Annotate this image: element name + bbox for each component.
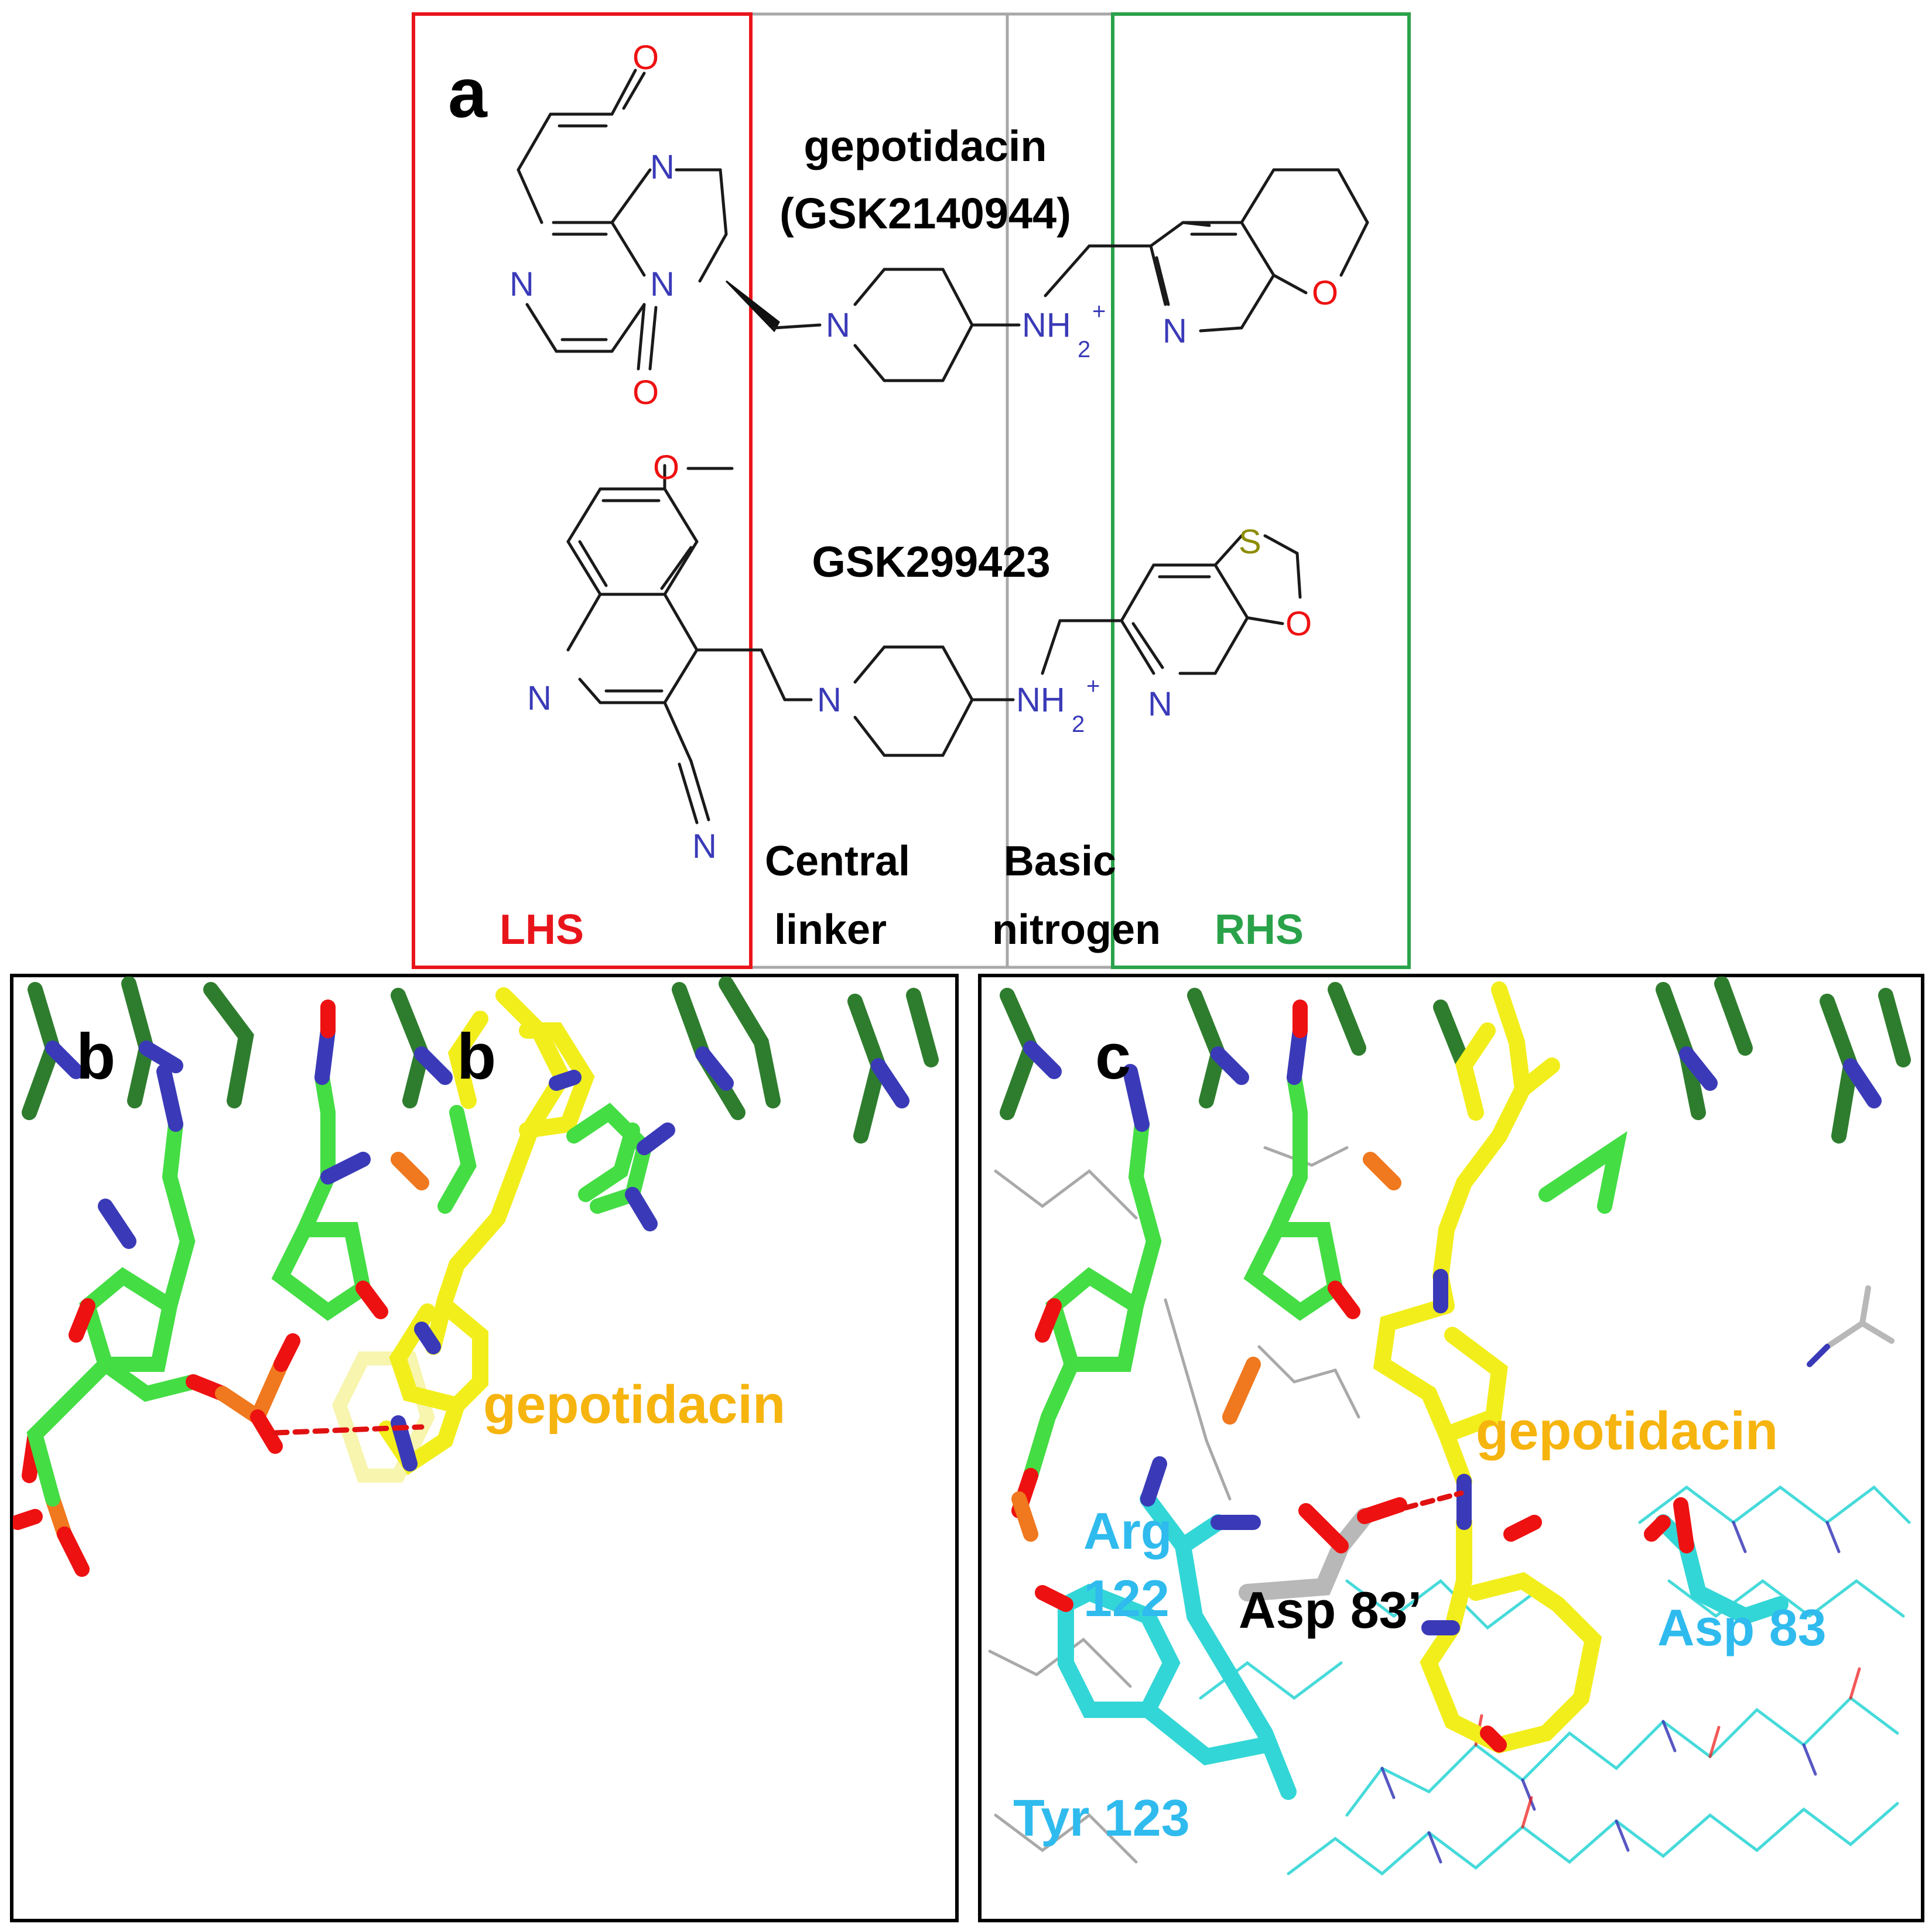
panel-a: a gepotidacin (GSK2140944) GSK299423 xyxy=(412,12,1411,969)
panel-b-stray-letter: b xyxy=(457,1021,496,1093)
central-linker-label-line1: Central xyxy=(765,838,910,885)
svg-text:N: N xyxy=(826,306,850,344)
svg-text:N: N xyxy=(1162,312,1187,350)
gepotidacin-atoms: O N N N O N NH 2 + N O xyxy=(509,39,1338,412)
svg-text:N: N xyxy=(650,148,675,186)
panel-b-ligand-label: gepotidacin xyxy=(483,1375,785,1435)
svg-text:N: N xyxy=(692,827,717,865)
rhs-region-box xyxy=(1111,12,1411,969)
panel-b: b b gepotidacin xyxy=(10,974,959,1922)
residue-label-asp83: Asp 83 xyxy=(1657,1599,1827,1656)
panel-c-structure xyxy=(988,977,1911,1876)
residue-label-asp83prime: Asp 83’ xyxy=(1239,1581,1422,1639)
panel-c-hbond xyxy=(1403,1490,1464,1511)
panel-b-letter: b xyxy=(76,1021,115,1093)
svg-text:2: 2 xyxy=(1078,337,1090,362)
svg-text:O: O xyxy=(653,449,679,487)
svg-text:+: + xyxy=(1086,673,1100,699)
gsk299423-structure xyxy=(566,464,1302,824)
svg-text:NH: NH xyxy=(1022,306,1071,344)
panel-c-ligand-label: gepotidacin xyxy=(1476,1401,1778,1461)
svg-text:N: N xyxy=(817,681,842,719)
svg-text:NH: NH xyxy=(1016,681,1065,719)
svg-text:N: N xyxy=(527,679,552,717)
panel-a-letter: a xyxy=(448,54,488,132)
central-linker-label-line2: linker xyxy=(774,906,887,953)
compound2-name: GSK299423 xyxy=(812,538,1050,586)
residue-label-arg-line2: 122 xyxy=(1083,1569,1170,1627)
panel-c-letter: c xyxy=(1095,1021,1131,1093)
compound1-name: gepotidacin xyxy=(803,122,1047,170)
basic-nitrogen-label-line1: Basic xyxy=(1004,838,1116,885)
svg-text:O: O xyxy=(1312,274,1338,312)
svg-text:O: O xyxy=(632,39,659,77)
panel-b-frame xyxy=(10,974,959,1922)
svg-text:S: S xyxy=(1239,523,1261,561)
svg-text:+: + xyxy=(1092,299,1106,324)
basic-nitrogen-label-line2: nitrogen xyxy=(992,906,1161,953)
lhs-label: LHS xyxy=(500,906,584,953)
lhs-region-box xyxy=(412,12,753,969)
rhs-label: RHS xyxy=(1215,906,1304,953)
svg-text:2: 2 xyxy=(1072,711,1085,737)
svg-text:N: N xyxy=(650,265,675,303)
panel-c: c gepotidacin Arg 122 Asp 83’ Asp 83 Tyr… xyxy=(978,974,1924,1922)
panel-b-hbond xyxy=(272,1424,425,1436)
compound1-code: (GSK2140944) xyxy=(779,189,1071,238)
panel-b-structure xyxy=(13,977,939,1577)
gsk299423-atoms: O N N N NH 2 + N S O xyxy=(527,449,1312,865)
residue-label-tyr123: Tyr 123 xyxy=(1013,1789,1190,1847)
svg-text:N: N xyxy=(1148,685,1172,723)
svg-text:N: N xyxy=(509,265,534,303)
gepotidacin-structure xyxy=(517,69,1369,382)
svg-text:O: O xyxy=(632,374,659,412)
residue-label-arg-line1: Arg xyxy=(1083,1502,1172,1560)
svg-text:O: O xyxy=(1285,605,1312,643)
